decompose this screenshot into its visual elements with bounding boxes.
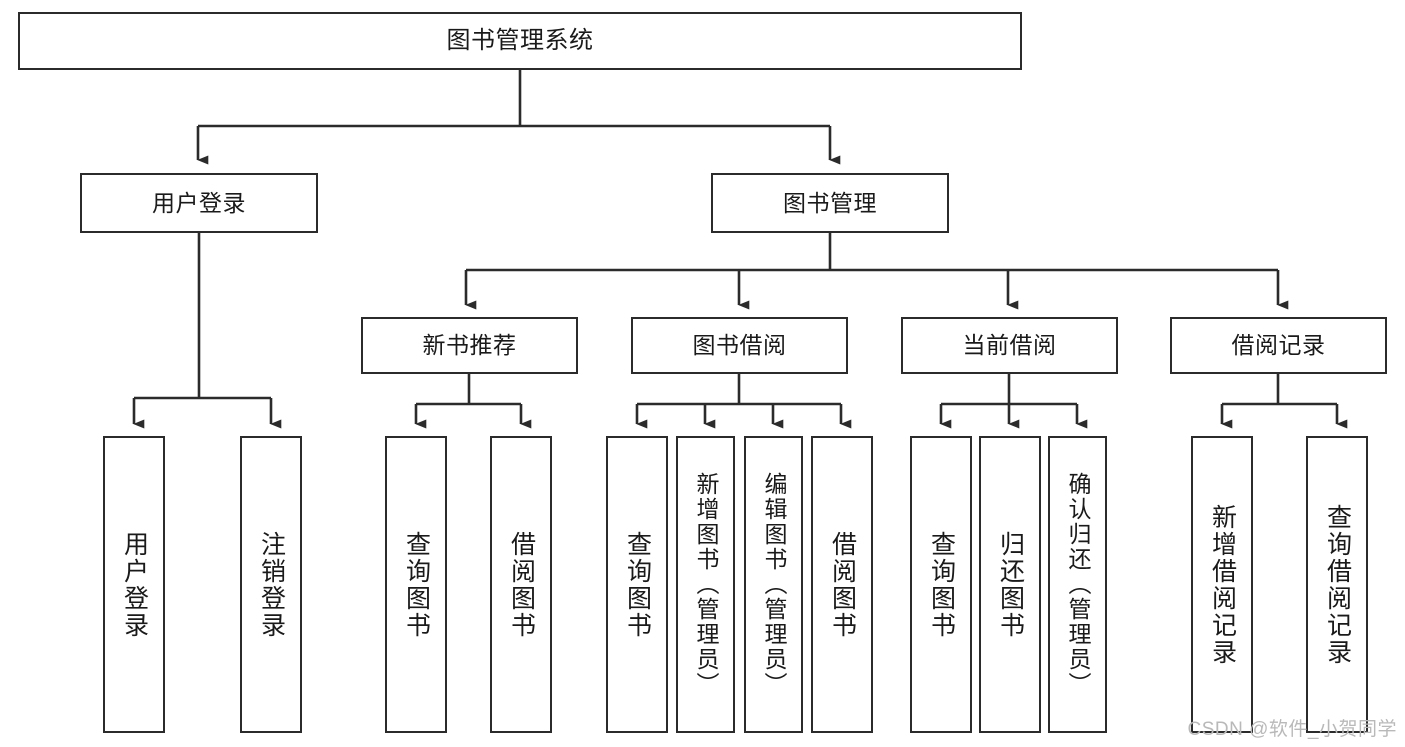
- leaf-logout-login[interactable]: 注销登录: [240, 436, 302, 733]
- leaf-add-book-admin[interactable]: 新增图书（管理员）: [676, 436, 735, 733]
- leaf-user-login[interactable]: 用户登录: [103, 436, 165, 733]
- leaf-borrow-book[interactable]: 借阅图书: [811, 436, 873, 733]
- node-label: 当前借阅: [962, 332, 1057, 359]
- node-book-borrow[interactable]: 图书借阅: [631, 317, 848, 374]
- node-root-book-management-system[interactable]: 图书管理系统: [18, 12, 1022, 70]
- node-label: 用户登录: [120, 530, 149, 639]
- node-label: 新增借阅记录: [1208, 503, 1237, 666]
- node-label: 图书管理: [783, 189, 877, 216]
- node-label: 编辑图书（管理员）: [761, 472, 787, 697]
- node-label: 借阅图书: [828, 530, 857, 639]
- node-book-management[interactable]: 图书管理: [711, 173, 949, 233]
- node-label: 借阅记录: [1231, 332, 1326, 359]
- node-label: 借阅图书: [507, 530, 536, 639]
- node-label: 确认归还（管理员）: [1065, 472, 1091, 697]
- node-label: 注销登录: [257, 530, 286, 639]
- node-label: 新增图书（管理员）: [693, 472, 719, 697]
- leaf-return-book[interactable]: 归还图书: [979, 436, 1041, 733]
- leaf-query-book-current[interactable]: 查询图书: [910, 436, 972, 733]
- leaf-borrow-book-recommend[interactable]: 借阅图书: [490, 436, 552, 733]
- node-label: 新书推荐: [422, 332, 517, 359]
- node-label: 用户登录: [152, 189, 246, 216]
- node-label: 归还图书: [996, 530, 1025, 639]
- leaf-confirm-return-admin[interactable]: 确认归还（管理员）: [1048, 436, 1107, 733]
- leaf-query-book-recommend[interactable]: 查询图书: [385, 436, 447, 733]
- leaf-add-borrow-record[interactable]: 新增借阅记录: [1191, 436, 1253, 733]
- node-current-borrow[interactable]: 当前借阅: [901, 317, 1118, 374]
- leaf-query-book-borrow[interactable]: 查询图书: [606, 436, 668, 733]
- node-label: 图书管理系统: [446, 27, 594, 55]
- node-label: 查询图书: [402, 530, 431, 639]
- node-user-login[interactable]: 用户登录: [80, 173, 318, 233]
- leaf-edit-book-admin[interactable]: 编辑图书（管理员）: [744, 436, 803, 733]
- leaf-query-borrow-record[interactable]: 查询借阅记录: [1306, 436, 1368, 733]
- node-label: 查询图书: [623, 530, 652, 639]
- node-label: 查询图书: [927, 530, 956, 639]
- node-borrow-record[interactable]: 借阅记录: [1170, 317, 1387, 374]
- node-new-book-recommend[interactable]: 新书推荐: [361, 317, 578, 374]
- node-label: 查询借阅记录: [1323, 503, 1352, 666]
- node-label: 图书借阅: [692, 332, 787, 359]
